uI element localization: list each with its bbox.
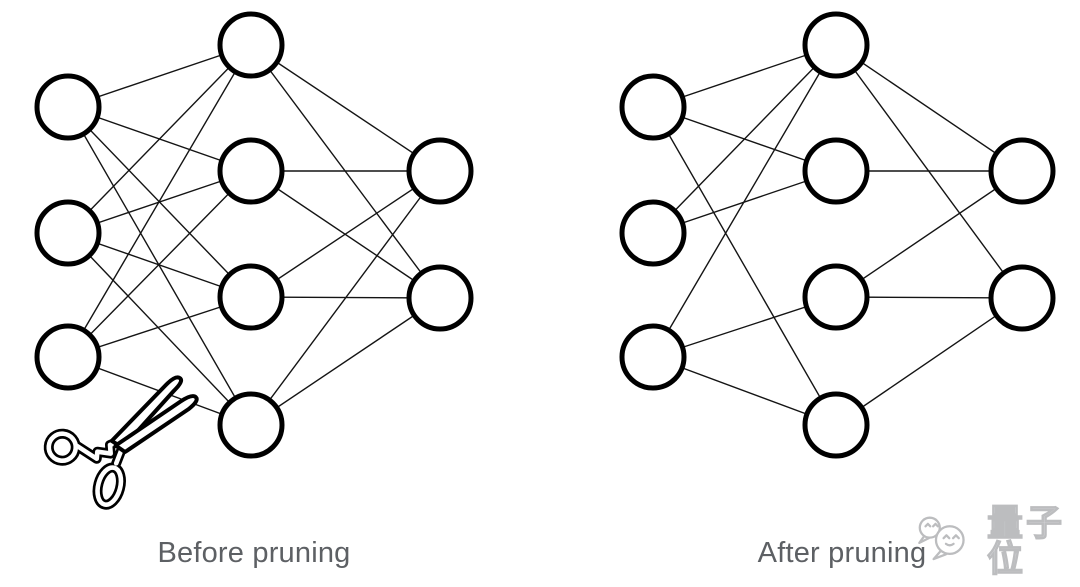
network-edge xyxy=(250,170,441,298)
network-node-input xyxy=(619,73,687,141)
network-edge xyxy=(652,44,837,358)
watermark-text: 量子位 xyxy=(986,502,1066,579)
network-node-output xyxy=(406,137,474,205)
network-edge xyxy=(652,44,837,234)
network-node-hidden xyxy=(802,11,870,79)
network-node-output xyxy=(988,264,1056,332)
network-edge xyxy=(67,232,252,426)
network-edge xyxy=(67,44,252,358)
network-node-hidden xyxy=(217,263,285,331)
watermark: 量子位 xyxy=(906,504,1080,577)
scissors-icon xyxy=(43,375,199,510)
edges-layer xyxy=(67,44,1023,426)
network-node-input xyxy=(34,73,102,141)
network-node-hidden xyxy=(217,137,285,205)
wechat-bubbles-icon xyxy=(918,516,965,561)
network-edge xyxy=(250,44,441,172)
network-edge xyxy=(67,170,252,358)
network-edge xyxy=(250,297,441,426)
network-node-hidden xyxy=(802,137,870,205)
network-edge xyxy=(835,44,1023,172)
network-edge xyxy=(67,106,252,426)
network-edge xyxy=(250,170,441,426)
network-node-input xyxy=(34,323,102,391)
network-node-hidden xyxy=(802,391,870,459)
network-node-input xyxy=(619,323,687,391)
before-pruning-label: Before pruning xyxy=(157,537,351,569)
network-node-hidden xyxy=(217,11,285,79)
after-pruning-label: After pruning xyxy=(757,537,927,569)
network-node-input xyxy=(619,199,687,267)
network-node-output xyxy=(988,137,1056,205)
network-node-hidden xyxy=(802,263,870,331)
network-node-input xyxy=(34,199,102,267)
network-node-output xyxy=(406,264,474,332)
network-edge xyxy=(835,170,1023,298)
network-edge xyxy=(652,106,837,426)
nodes-layer xyxy=(34,11,1056,459)
network-node-hidden xyxy=(217,391,285,459)
network-edge xyxy=(835,297,1023,426)
network-edge xyxy=(67,44,252,234)
